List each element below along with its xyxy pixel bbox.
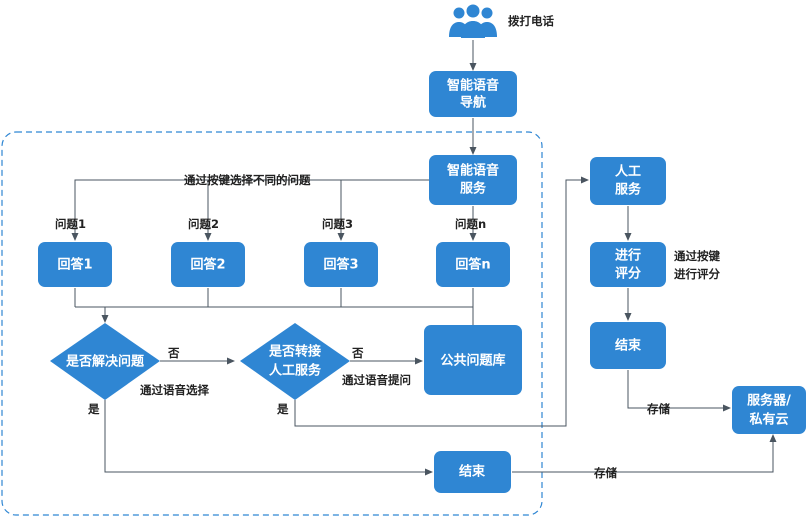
server-box: 服务器/ 私有云 <box>732 386 806 434</box>
svg-text:公共问题库: 公共问题库 <box>440 353 505 369</box>
svg-text:评分: 评分 <box>615 266 641 282</box>
people-icon <box>449 4 497 38</box>
end-box-human: 结束 <box>590 322 666 369</box>
rate-note: 通过按键 <box>674 249 720 263</box>
ivr-boundary <box>1 131 543 516</box>
svg-text:是否解决问题: 是否解决问题 <box>65 354 145 370</box>
select-label: 通过按键选择不同的问题 <box>184 173 311 187</box>
connectors <box>71 40 777 476</box>
svg-text:人工服务: 人工服务 <box>269 363 322 379</box>
yes-label: 是 <box>87 402 100 416</box>
store-label: 存储 <box>594 466 617 480</box>
question-label: 问题3 <box>322 217 353 231</box>
rate-note: 进行评分 <box>674 267 720 281</box>
svg-text:导航: 导航 <box>460 95 486 111</box>
svg-text:回答3: 回答3 <box>323 257 358 273</box>
decision-transfer: 是否转接 人工服务 <box>240 323 350 400</box>
svg-text:人工: 人工 <box>615 164 641 180</box>
svg-text:回答n: 回答n <box>455 257 490 273</box>
svg-text:服务器/: 服务器/ <box>747 393 791 409</box>
answer-box-2: 回答2 <box>171 242 245 287</box>
svg-text:私有云: 私有云 <box>749 412 788 428</box>
question-label: 问题1 <box>55 217 86 231</box>
voice-select-label: 通过语音选择 <box>140 383 209 397</box>
yes-label: 是 <box>276 402 289 416</box>
question-label: 问题n <box>455 217 486 231</box>
nav-box: 智能语音 导航 <box>429 71 517 117</box>
faq-box: 公共问题库 <box>424 325 522 395</box>
voice-ask-label: 通过语音提问 <box>342 373 411 387</box>
question-labels: 问题1 问题2 问题3 问题n <box>55 217 486 231</box>
svg-text:服务: 服务 <box>460 181 487 197</box>
svg-text:结束: 结束 <box>615 338 642 354</box>
no-label: 否 <box>351 346 364 360</box>
question-label: 问题2 <box>188 217 219 231</box>
store-label: 存储 <box>647 402 670 416</box>
answer-box-n: 回答n <box>436 242 510 287</box>
service-box: 智能语音 服务 <box>429 155 517 205</box>
svg-text:回答1: 回答1 <box>57 257 92 273</box>
decision-resolved: 是否解决问题 <box>50 323 160 400</box>
no-label: 否 <box>167 346 180 360</box>
svg-text:回答2: 回答2 <box>190 257 225 273</box>
answer-box-3: 回答3 <box>304 242 378 287</box>
svg-text:智能语音: 智能语音 <box>447 78 499 94</box>
svg-text:服务: 服务 <box>615 182 642 198</box>
svg-text:是否转接: 是否转接 <box>268 344 321 360</box>
end-box-main: 结束 <box>434 451 511 493</box>
svg-text:进行: 进行 <box>615 248 641 264</box>
caller-label: 拨打电话 <box>508 14 554 28</box>
answer-box-1: 回答1 <box>38 242 112 287</box>
svg-text:智能语音: 智能语音 <box>447 163 499 179</box>
rating-box: 进行 评分 <box>590 242 666 287</box>
svg-text:结束: 结束 <box>459 464 486 480</box>
human-service-box: 人工 服务 <box>590 157 666 205</box>
